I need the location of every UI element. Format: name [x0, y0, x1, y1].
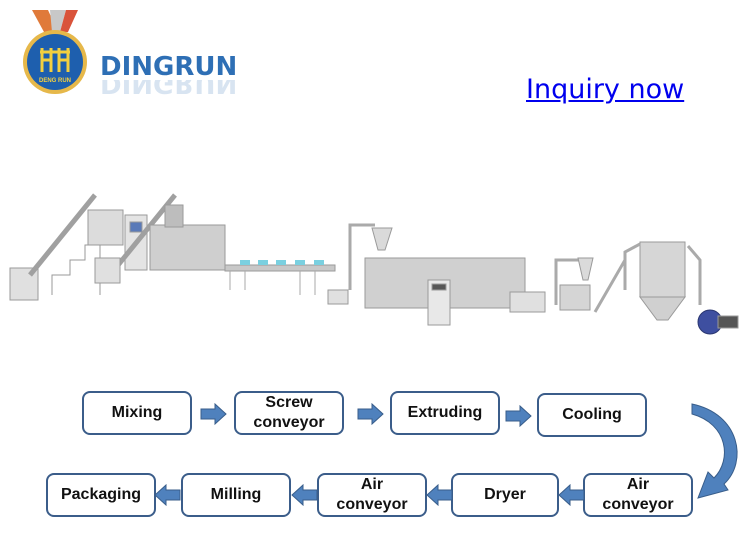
curved-arrow-icon: [691, 403, 738, 499]
step-label: Dryer: [484, 486, 526, 503]
arrow-right-icon: [200, 403, 227, 425]
conveyor: [224, 264, 336, 272]
brand-reflection: DINGRUN: [100, 80, 238, 98]
step-cooling: Cooling: [537, 393, 647, 437]
step-label-line1: Air: [626, 476, 650, 493]
cyclone-1: [371, 227, 393, 251]
arrow-right-icon: [357, 403, 384, 425]
step-label-line2: conveyor: [602, 496, 674, 513]
step-label-line1: Air: [360, 476, 384, 493]
arrow-left-icon: [558, 484, 585, 506]
medal-icon: DENG RUN: [23, 10, 87, 94]
medal-text: DENG RUN: [39, 78, 71, 84]
arrow-left-icon: [426, 484, 453, 506]
step-label: Packaging: [60, 486, 142, 503]
step-packaging: Packaging: [46, 473, 156, 517]
step-screw-conveyor: Screw conveyor: [234, 391, 344, 435]
step-label: Cooling: [562, 406, 622, 423]
step-label: Extruding: [407, 404, 483, 421]
mixer: [87, 209, 124, 246]
step-label-line2: conveyor: [336, 496, 408, 513]
step-air-conveyor-1: Air conveyor: [583, 473, 693, 517]
production-line-illustration: [9, 193, 739, 335]
screw-conveyor-2: [108, 193, 177, 277]
step-label: Milling: [210, 486, 262, 503]
screw-conveyor-1: [28, 193, 97, 277]
mill: [559, 284, 591, 311]
cyclone-2: [577, 257, 594, 281]
control-cabinet-2: [427, 279, 451, 326]
step-dryer: Dryer: [451, 473, 559, 517]
arrow-left-icon: [154, 484, 181, 506]
dust-collector: [639, 241, 686, 298]
step-label-line2: conveyor: [253, 414, 325, 431]
extruder: [149, 224, 226, 271]
company-logo: DENG RUN DINGRUN DINGRUN: [20, 10, 237, 100]
arrow-left-icon: [291, 484, 318, 506]
step-label: Mixing: [111, 404, 163, 421]
step-air-conveyor-2: Air conveyor: [317, 473, 427, 517]
step-label-line1: Screw: [265, 394, 313, 411]
step-milling: Milling: [181, 473, 291, 517]
arrow-right-icon: [505, 405, 532, 427]
step-mixing: Mixing: [82, 391, 192, 435]
brand-name: DINGRUN: [100, 52, 238, 82]
step-extruding: Extruding: [390, 391, 500, 435]
inquiry-now-link[interactable]: Inquiry now: [526, 74, 685, 105]
